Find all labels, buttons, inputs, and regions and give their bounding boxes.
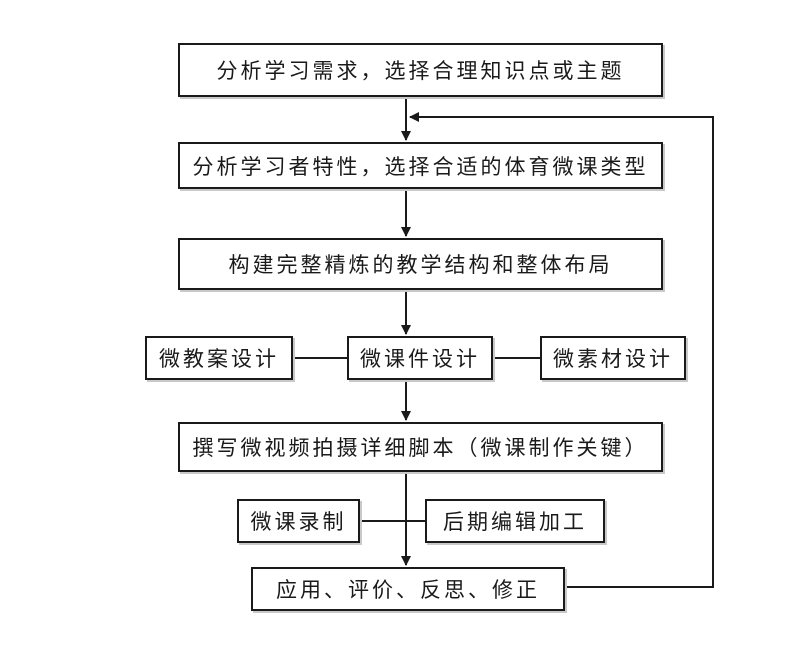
step-lesson-plan-design: 微教案设计 [145,336,293,380]
step-analyze-learners: 分析学习者特性，选择合适的体育微课类型 [178,142,663,189]
step-apply-evaluate: 应用、评价、反思、修正 [251,567,565,611]
step-material-design: 微素材设计 [540,336,686,380]
feedback-loop-arrow [409,112,714,588]
step-build-structure: 构建完整精炼的教学结构和整体布局 [178,238,663,290]
step-courseware-design: 微课件设计 [347,336,493,380]
step-write-script: 撰写微视频拍摄详细脚本（微课制作关键） [178,422,663,472]
step-analyze-needs: 分析学习需求，选择合理知识点或主题 [178,43,663,97]
step-editing: 后期编辑加工 [425,499,605,543]
step-recording: 微课录制 [237,499,360,543]
